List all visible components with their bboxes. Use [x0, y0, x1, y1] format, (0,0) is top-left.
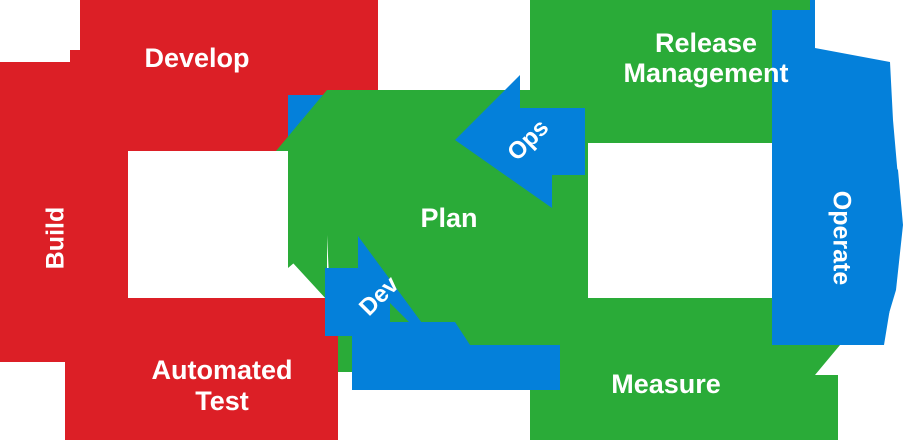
- white-gaps: [128, 143, 772, 298]
- label-automated-test-line2: Test: [195, 386, 249, 416]
- red-top-notch: [70, 50, 82, 62]
- blue-operate-bulge: [884, 150, 903, 330]
- white-gap-right: [588, 143, 772, 298]
- green-body-shape: [262, 0, 840, 440]
- label-release-management-line1: Release: [655, 28, 757, 58]
- label-develop: Develop: [144, 43, 249, 73]
- white-gap-left: [128, 151, 288, 298]
- ops-arrow-shape: [455, 75, 585, 208]
- label-plan: Plan: [420, 203, 477, 233]
- dev-arrow-shape: [325, 236, 455, 368]
- label-measure: Measure: [611, 369, 721, 399]
- label-release-management-line2: Management: [623, 58, 788, 88]
- label-build: Build: [42, 207, 70, 270]
- label-operate: Operate: [827, 191, 855, 286]
- dev-arrow[interactable]: [325, 236, 455, 368]
- label-automated-test-line1: Automated: [152, 355, 293, 385]
- ops-arrow[interactable]: [455, 75, 585, 208]
